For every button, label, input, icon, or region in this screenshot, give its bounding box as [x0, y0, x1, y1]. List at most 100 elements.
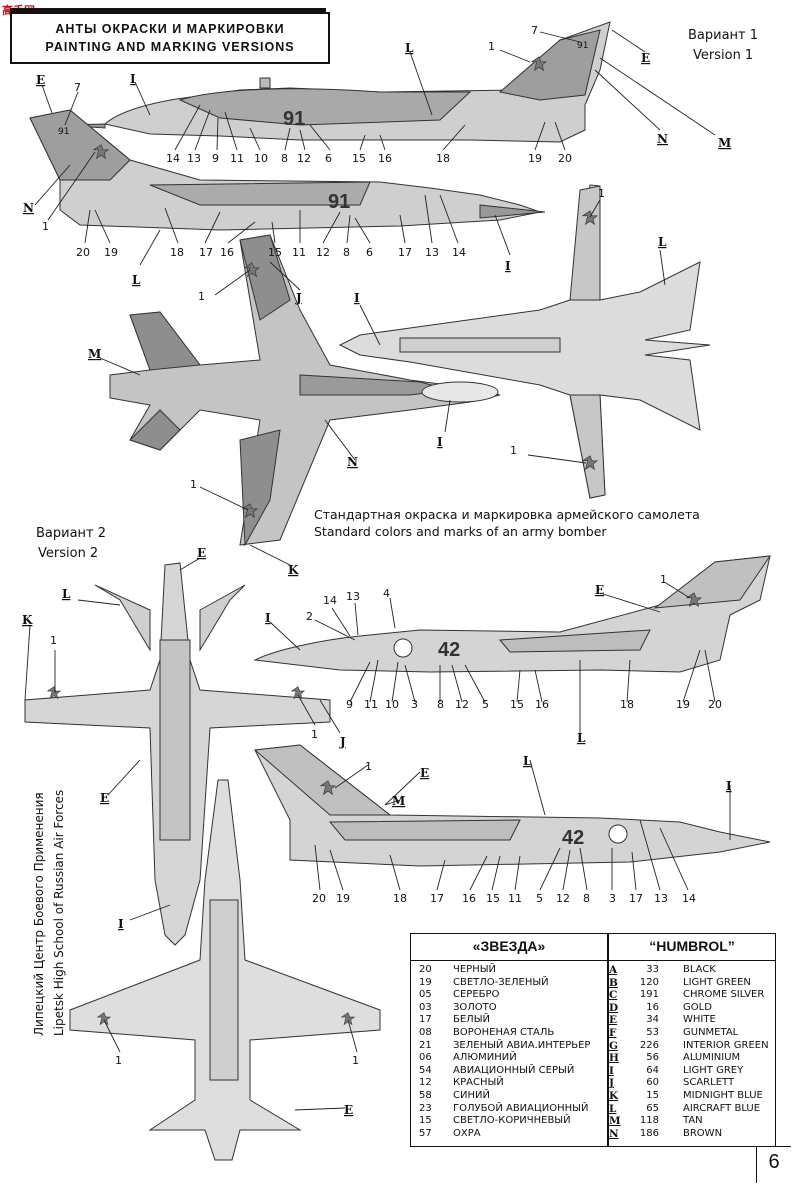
paint-name-en: BROWN [683, 1127, 723, 1139]
table-divider [607, 934, 609, 1146]
svg-text:11: 11 [364, 698, 378, 711]
paint-humbrol-code: 56 [646, 1052, 659, 1064]
svg-text:N: N [347, 455, 358, 469]
table-row: 08 ВОРОНЕНАЯ СТАЛЬ F 53 GUNMETAL [411, 1027, 775, 1040]
page-number-box: 6 [756, 1146, 791, 1183]
svg-text:K: K [288, 563, 299, 577]
paint-humbrol-code: 191 [639, 989, 659, 1001]
svg-text:13: 13 [346, 590, 360, 603]
svg-text:2: 2 [306, 610, 313, 623]
svg-text:1: 1 [660, 573, 667, 586]
svg-text:12: 12 [297, 152, 311, 165]
svg-text:13: 13 [654, 892, 668, 905]
svg-text:L: L [62, 587, 71, 601]
svg-text:E: E [420, 766, 429, 780]
svg-text:13: 13 [425, 246, 439, 259]
callout-labels: 1 7 E M N L I 14 13 9 11 10 8 12 6 15 16… [22, 24, 732, 1117]
svg-text:20: 20 [312, 892, 326, 905]
paint-letter: J [609, 1077, 614, 1090]
paint-zvezda-code: 15 [419, 1115, 432, 1127]
svg-text:17: 17 [629, 892, 643, 905]
svg-text:1: 1 [198, 290, 205, 303]
svg-text:6: 6 [325, 152, 332, 165]
svg-text:12: 12 [455, 698, 469, 711]
svg-text:1: 1 [190, 478, 197, 491]
svg-text:15: 15 [268, 246, 282, 259]
svg-text:1: 1 [352, 1054, 359, 1067]
paint-zvezda-code: 57 [419, 1127, 432, 1139]
svg-text:L: L [132, 273, 141, 287]
svg-text:15: 15 [352, 152, 366, 165]
svg-text:J: J [339, 735, 346, 749]
svg-text:9: 9 [212, 152, 219, 165]
paint-name-en: GOLD [683, 1001, 712, 1013]
label-I: I [130, 72, 136, 86]
svg-text:13: 13 [187, 152, 201, 165]
paint-letter: F [609, 1027, 617, 1039]
svg-text:17: 17 [398, 246, 412, 259]
paint-humbrol-code: 16 [646, 1001, 659, 1013]
paint-zvezda-code: 54 [419, 1064, 432, 1076]
svg-text:M: M [392, 794, 405, 808]
svg-text:19: 19 [528, 152, 542, 165]
svg-text:12: 12 [556, 892, 570, 905]
svg-text:E: E [344, 1103, 353, 1117]
paint-name-en: GUNMETAL [683, 1027, 739, 1038]
callout-lines [24, 29, 731, 1111]
label-7: 7 [531, 24, 538, 37]
svg-text:8: 8 [343, 246, 350, 259]
paint-humbrol-code: 53 [646, 1027, 659, 1038]
paint-humbrol-code: 15 [646, 1090, 659, 1101]
paint-humbrol-code: 118 [639, 1115, 659, 1127]
svg-text:1: 1 [510, 444, 517, 457]
paint-zvezda-code: 12 [419, 1077, 432, 1089]
svg-text:16: 16 [535, 698, 549, 711]
svg-text:1: 1 [115, 1054, 122, 1067]
svg-text:19: 19 [676, 698, 690, 711]
paint-name-en: ALUMINIUM [683, 1052, 741, 1064]
paint-letter: L [609, 1102, 617, 1115]
paint-name-en: INTERIOR GREEN [683, 1039, 769, 1051]
variant1-ru: Вариант 1 [688, 28, 759, 43]
svg-text:E: E [36, 73, 45, 87]
paint-humbrol-code: 226 [639, 1039, 659, 1051]
svg-text:3: 3 [609, 892, 616, 905]
svg-text:15: 15 [486, 892, 500, 905]
paint-letter: C [609, 989, 618, 1002]
paint-name-ru: ВОРОНЕНАЯ СТАЛЬ [453, 1027, 555, 1038]
svg-text:14: 14 [166, 152, 180, 165]
paint-humbrol-code: 186 [639, 1127, 659, 1139]
paint-letter: M [609, 1115, 621, 1128]
paint-letter: A [609, 964, 618, 976]
label-M: M [718, 136, 731, 150]
v2-side-view-bottom [253, 744, 771, 867]
svg-text:E: E [595, 583, 604, 597]
variant2-ru: Вариант 2 [36, 526, 107, 541]
paint-name-ru: СЕРЕБРО [453, 989, 500, 1001]
paint-zvezda-code: 08 [419, 1027, 432, 1038]
svg-text:E: E [100, 791, 109, 805]
svg-text:20: 20 [558, 152, 572, 165]
paint-zvezda-code: 19 [419, 976, 432, 988]
svg-text:18: 18 [620, 698, 634, 711]
v1-top-fin-number: 91 [577, 41, 588, 51]
paint-name-ru: АЛЮМИНИЙ [453, 1052, 517, 1064]
svg-text:11: 11 [230, 152, 244, 165]
svg-text:8: 8 [437, 698, 444, 711]
label-L: L [405, 41, 414, 55]
v1-side-view-bottom [29, 109, 546, 231]
svg-text:7: 7 [74, 81, 81, 94]
paint-humbrol-code: 33 [646, 964, 659, 975]
paint-letter: H [609, 1052, 619, 1065]
paint-letter: N [609, 1127, 619, 1140]
paint-letter: B [609, 976, 618, 989]
svg-text:14: 14 [323, 594, 337, 607]
caption-ru: Стандартная окраска и маркировка армейск… [314, 507, 700, 522]
